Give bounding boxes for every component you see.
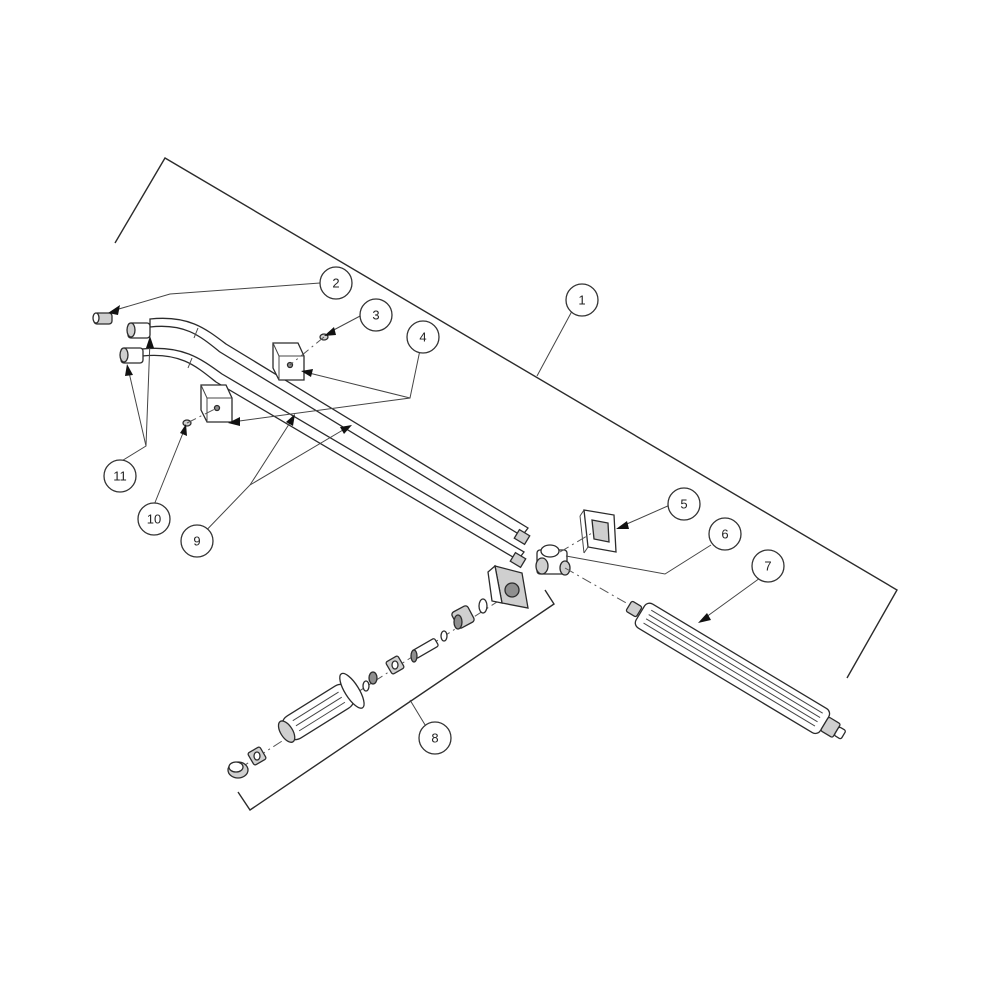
callout-1: 1: [565, 283, 599, 317]
callout-label: 10: [147, 512, 161, 527]
hex-nut-small: [385, 655, 405, 675]
end-cap: [227, 761, 249, 779]
callout-label: 1: [578, 293, 585, 308]
hand-grip: [277, 672, 365, 743]
callout-2: 2: [319, 266, 353, 300]
callout-label: 6: [721, 527, 728, 542]
washer-small: [440, 630, 448, 642]
swivel-nut: [451, 605, 475, 630]
callout-label: 3: [372, 308, 379, 323]
callout-label: 11: [113, 469, 127, 484]
leader-lines: [108, 282, 761, 623]
clamp-plate-lower: [200, 384, 233, 423]
lance-tubes: [141, 317, 531, 569]
callout-label: 2: [332, 276, 339, 291]
extension-tube-7: [625, 600, 846, 740]
callout-label: 4: [419, 330, 426, 345]
nozzle-2: [92, 312, 113, 325]
o-ring-upper: [478, 598, 488, 614]
gun-assembly-8: [227, 564, 529, 779]
assembly-bracket-8: [237, 589, 555, 811]
callout-label: 9: [193, 534, 200, 549]
callout-4: 4: [406, 320, 440, 354]
callout-11: 11: [103, 459, 137, 493]
o-ring-lower: [368, 671, 378, 685]
leader-1: [536, 299, 579, 377]
callout-5: 5: [667, 487, 701, 521]
washer-lower: [362, 680, 370, 692]
bracket-5: [579, 509, 617, 554]
callout-9: 9: [180, 524, 214, 558]
callout-3: 3: [359, 298, 393, 332]
end-nut: [247, 746, 267, 766]
trigger-housing: [487, 564, 529, 609]
callout-10: 10: [137, 502, 171, 536]
fitting-11-upper: [126, 322, 151, 339]
fitting-11-lower: [119, 347, 144, 364]
assembly-bracket-1: [114, 157, 898, 679]
callout-6: 6: [708, 517, 742, 551]
callout-label: 5: [680, 497, 687, 512]
valve-stem: [410, 638, 439, 663]
callout-label: 7: [764, 559, 771, 574]
callout-8: 8: [418, 721, 452, 755]
callout-7: 7: [751, 549, 785, 583]
clamp-plate-upper: [272, 342, 305, 381]
callout-label: 8: [431, 731, 438, 746]
